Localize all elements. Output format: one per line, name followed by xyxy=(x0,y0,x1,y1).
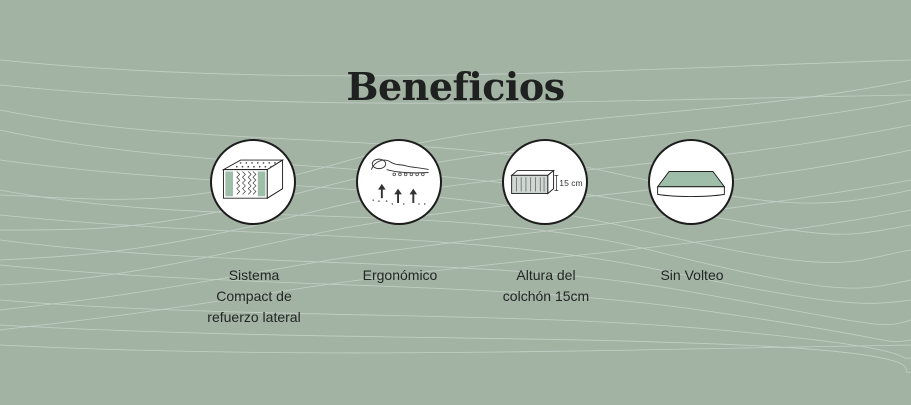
mattress-height-icon: 15 cm xyxy=(502,139,588,225)
benefit-label: Sin Volteo xyxy=(660,267,724,283)
height-icon-text: 15 cm xyxy=(559,178,582,188)
ergonomic-body-support-icon xyxy=(356,139,442,225)
benefit-label: Ergonómico xyxy=(362,267,438,283)
no-flip-mattress-icon xyxy=(648,139,734,225)
benefit-label: Altura del colchón 15cm xyxy=(502,267,590,304)
pocket-spring-mattress-icon xyxy=(210,139,296,225)
benefit-label: Sistema Compact de refuerzo lateral xyxy=(207,267,301,325)
section-title: Beneficios xyxy=(346,64,565,109)
